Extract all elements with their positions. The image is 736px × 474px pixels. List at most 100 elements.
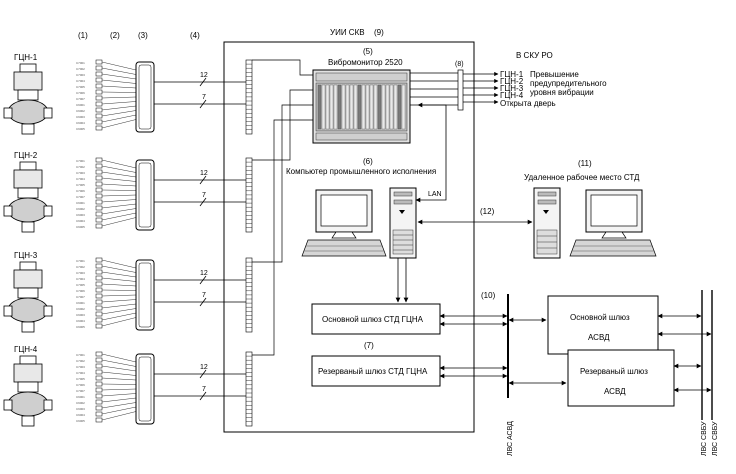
terminal-strip [245,351,253,427]
cable-a-count: 12 [200,170,208,177]
sensor-code: C7006 [76,91,85,95]
column-number-3: (3) [138,31,148,40]
sensor-code: C7005 [76,377,85,381]
sensor-marker [95,405,103,411]
sensor-code: C7006 [76,289,85,293]
sensor-marker [95,169,103,175]
pump-icon [3,261,53,333]
sku-note-2: предупредительного [530,79,607,88]
sensor-marker [95,187,103,193]
sensor-marker [95,157,103,163]
sensor-marker [95,281,103,287]
lan-label: LAN [428,191,442,198]
sensor-code: C9002 [76,207,85,211]
sensor-wire [101,397,137,403]
sensor-code: C9003 [76,115,85,119]
junction-box [135,353,155,425]
pump-icon [3,63,53,135]
sensor-wire [101,159,137,169]
sensor-code: C7004 [76,79,85,83]
sensor-code: C7006 [76,189,85,193]
sku-line-1: ГЦН-1 [500,70,524,79]
sensor-wire [101,79,137,84]
sensor-marker [95,101,103,107]
sensor-wire [101,199,137,203]
sensor-marker [95,223,103,229]
sensor-marker [95,357,103,363]
sensor-marker [95,375,103,381]
sensor-marker [95,163,103,169]
sensor-marker [95,263,103,269]
sensor-wire [101,67,137,75]
sensor-code: C7001 [76,259,85,263]
sensor-code: C7003 [76,73,85,77]
sensor-marker [95,363,103,369]
sensor-code: C7004 [76,177,85,181]
sensor-marker [95,59,103,65]
feed-to-monitor-2 [252,89,313,161]
sensor-wire [101,101,137,105]
sensor-wire [101,85,137,89]
sensor-wire [101,217,137,227]
computer-title: Компьютер промышленного исполнения [286,167,436,176]
sensor-code: C9003 [76,213,85,217]
sku-line-3: ГЦН-3 [500,84,524,93]
network-number: (10) [481,291,496,300]
sensor-code: C9003 [76,313,85,317]
sensor-wire [101,402,137,409]
sensor-code: C9005 [76,127,85,131]
sensor-marker [95,305,103,311]
lvs-svbu-label-1: ЛВС СВБУ [701,421,708,456]
gateway-reserve-number: (7) [364,341,374,350]
sensor-wire [101,353,137,363]
sensor-code: C9001 [76,395,85,399]
sensor-code: C9001 [76,103,85,107]
sensor-code: C7001 [76,159,85,163]
lan-connection [415,102,447,203]
sensor-code: C9005 [76,325,85,329]
sensor-code: C9001 [76,301,85,305]
sensor-marker [95,193,103,199]
sensor-wire [101,96,137,99]
cable-b-count: 7 [202,94,206,101]
column-number-4: (4) [190,31,200,40]
terminal-strip [245,257,253,333]
sensor-marker [95,411,103,417]
sensor-wire [101,388,137,391]
sensor-code: C9003 [76,407,85,411]
junction-box [135,159,155,231]
cable-a-count: 12 [200,72,208,79]
sensor-code: C7005 [76,183,85,187]
sensor-code: C9004 [76,121,85,125]
sensor-code: C7002 [76,359,85,363]
sku-note-1: Превышение [530,70,579,79]
sensor-code: C7001 [76,61,85,65]
sensor-marker [95,299,103,305]
gateway-reserve-label: Резерваный шлюз СТД ГЦНА [318,367,428,376]
sensor-wire [101,411,137,421]
sensor-code: C7002 [76,67,85,71]
sku-note-3: уровня вибрации [530,88,594,97]
sensor-marker [95,311,103,317]
sensor-marker [95,71,103,77]
sensor-marker [95,369,103,375]
sensor-marker [95,199,103,205]
pump-icon [3,161,53,233]
sensor-marker [95,351,103,357]
vibromonitor-rack [312,69,411,144]
gateway-main-box [311,303,441,335]
main-frame [223,41,475,433]
sensor-wire [101,208,137,215]
sensor-marker [95,181,103,187]
sensor-wire [101,105,137,111]
sensor-marker [95,387,103,393]
sensor-wire [101,114,137,123]
pump-row-3: ГЦН-3C7001C7002C7003C7004C7005C7006C7007… [3,251,253,333]
sensor-code: C9002 [76,401,85,405]
sensor-code: C7004 [76,277,85,281]
sku-note-4: Открыта дверь [500,99,556,108]
remote-number: (11) [578,159,592,168]
sensor-marker [95,205,103,211]
sensor-code: C7003 [76,271,85,275]
